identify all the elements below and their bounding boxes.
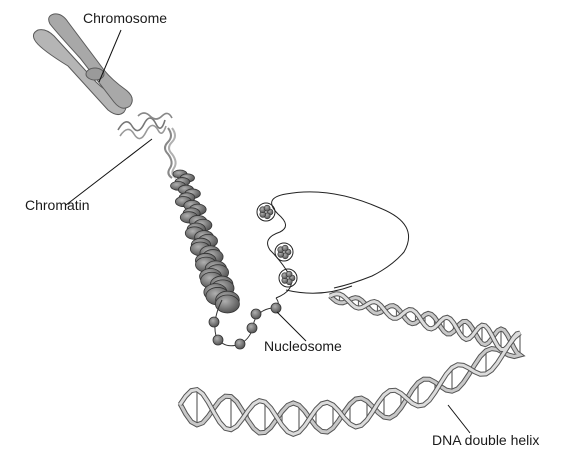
linker-dna-loop	[267, 191, 409, 299]
helix-strand	[178, 292, 521, 436]
leader-lines	[65, 29, 471, 434]
chromatin-label: Chromatin	[25, 197, 90, 213]
nucleosome-bead	[234, 338, 246, 350]
nucleosome-bead	[270, 302, 282, 314]
beads-on-string	[208, 297, 282, 350]
chromatin-fiber	[164, 127, 177, 179]
nucleosome-bead	[208, 316, 220, 328]
nucleosome-bead	[212, 334, 224, 346]
nucleosome-cluster	[256, 202, 276, 222]
nucleosome-clusters	[256, 202, 298, 288]
chromosome-shape	[32, 13, 133, 116]
nucleosome-bead	[250, 308, 262, 320]
dna-double-helix-label: DNA double helix	[432, 432, 540, 448]
nucleosome-cluster	[278, 268, 298, 288]
solenoid-fiber	[170, 169, 240, 314]
chromatin-coil	[117, 112, 173, 140]
nucleosome-bead	[246, 322, 258, 334]
nucleosome-cluster	[274, 242, 294, 262]
chromosome-label: Chromosome	[83, 10, 168, 26]
dna-helix	[177, 291, 526, 438]
helix-strand	[178, 294, 524, 435]
nucleosome-label: Nucleosome	[264, 338, 342, 354]
nucleosome-bead	[215, 294, 240, 314]
